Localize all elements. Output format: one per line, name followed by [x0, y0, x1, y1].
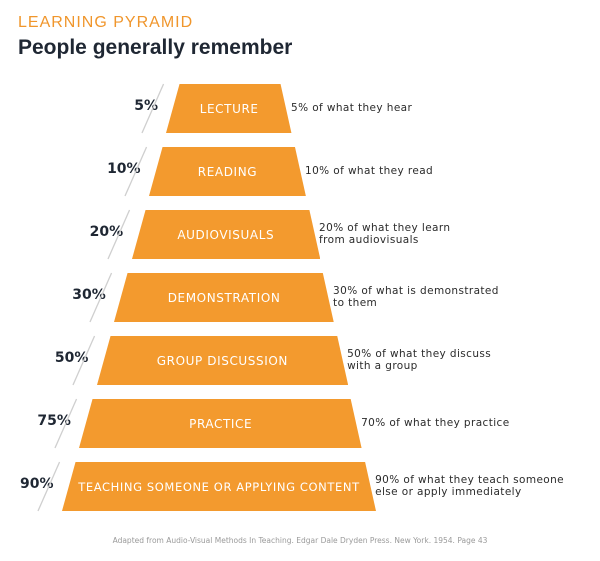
percent-label: 90%: [20, 476, 54, 492]
tier-trapezoid: [79, 399, 362, 448]
tier-group-discussion: GROUP DISCUSSION: [96, 336, 348, 385]
source-citation: Adapted from Audio-Visual Methods In Tea…: [112, 536, 488, 545]
tier-label: GROUP DISCUSSION: [156, 353, 289, 368]
bracket-line: [72, 335, 95, 386]
tier-practice: PRACTICE: [79, 399, 362, 448]
percent-label: 10%: [107, 161, 141, 177]
tier-trapezoid: [114, 273, 334, 322]
tier-trapezoid: [131, 210, 320, 259]
tier-shape: [114, 273, 334, 322]
percent-label: 50%: [54, 350, 89, 366]
tier-shape: [166, 84, 292, 133]
tier-demonstration: DEMONSTRATION: [114, 273, 334, 322]
bracket-line: [54, 398, 78, 449]
bracket-stroke: [141, 83, 165, 134]
subtitle: LEARNING PYRAMID: [18, 14, 194, 31]
tier-description: 10% of what they read: [305, 165, 434, 177]
tier-teaching: TEACHING SOMEONE OR APPLYING CONTENT: [62, 462, 376, 511]
tier-description: 5% of what they hear: [291, 102, 413, 114]
tier-label: PRACTICE: [189, 416, 253, 431]
tier-trapezoid: [149, 147, 306, 196]
tier-description: 90% of what they teach someone else or a…: [375, 474, 565, 498]
bracket-line: [107, 209, 130, 260]
bracket-stroke: [72, 335, 95, 386]
tier-shape: [62, 462, 376, 511]
tier-label: READING: [197, 164, 258, 179]
tier-shape: [79, 399, 362, 448]
tier-audiovisuals: AUDIOVISUALS: [131, 210, 320, 259]
tier-label: TEACHING SOMEONE OR APPLYING CONTENT: [78, 479, 360, 494]
tier-description: 50% of what they discuss with a group: [347, 348, 492, 372]
tier-trapezoid: [96, 336, 348, 385]
bracket-line: [89, 272, 113, 323]
tier-shape: [131, 210, 320, 259]
bracket-line: [141, 83, 165, 134]
tier-reading: READING: [149, 147, 306, 196]
tier-shape: [96, 336, 348, 385]
bracket-stroke: [37, 461, 61, 512]
percent-label: 75%: [37, 413, 71, 429]
tier-lecture: LECTURE: [166, 84, 292, 133]
tier-shape: [149, 147, 306, 196]
tier-label: LECTURE: [199, 101, 259, 116]
tier-description: 20% of what they learn from audiovisuals: [319, 222, 451, 246]
tier-description: 30% of what is demonstrated to them: [333, 285, 499, 309]
tier-label: DEMONSTRATION: [167, 290, 281, 305]
bracket-stroke: [89, 272, 113, 323]
bracket-line: [124, 146, 148, 197]
bracket-stroke: [54, 398, 78, 449]
tier-description: 70% of what they practice: [361, 417, 510, 429]
bracket-stroke: [107, 209, 130, 260]
bracket-stroke: [124, 146, 148, 197]
tier-trapezoid: [166, 84, 292, 133]
bracket-line: [37, 461, 61, 512]
tier-trapezoid: [62, 462, 376, 511]
percent-label: 20%: [89, 224, 124, 240]
tier-label: AUDIOVISUALS: [177, 227, 275, 242]
percent-label: 30%: [72, 287, 106, 303]
page-title: People generally remember: [18, 36, 293, 59]
